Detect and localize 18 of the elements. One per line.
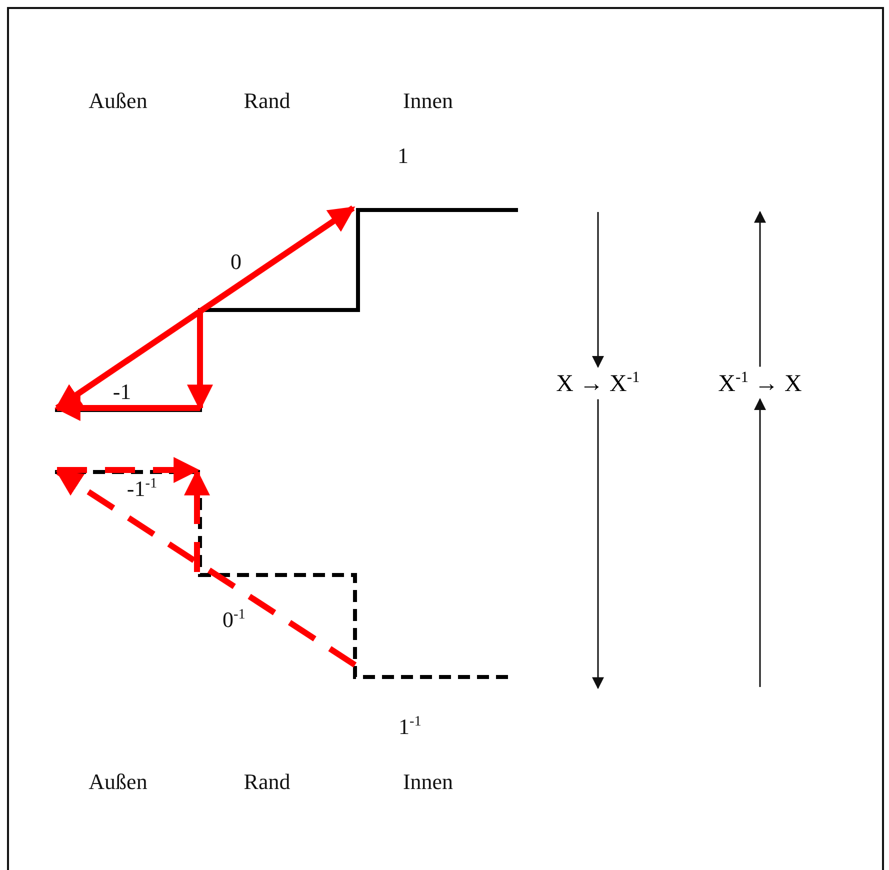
- arrow: [592, 212, 604, 368]
- level-label: 0$^{-1}$: [222, 608, 246, 632]
- level-label: 1: [398, 144, 408, 168]
- level-label: -1$^{-1}$: [126, 476, 158, 502]
- mapping-label: X → X$^{-1}$: [552, 366, 644, 400]
- region-label: Außen: [88, 88, 148, 114]
- region-label: Rand: [244, 770, 290, 794]
- region-label: Innen: [402, 770, 454, 794]
- region-label: Rand: [244, 88, 290, 114]
- arrow: [754, 210, 766, 367]
- region-label: Außen: [88, 770, 148, 794]
- arrow: [592, 399, 604, 690]
- mapping-label: X$^{-1}$ → X: [714, 366, 806, 400]
- level-label: -1: [112, 380, 132, 404]
- level-label: 0: [230, 250, 242, 274]
- arrow: [754, 398, 766, 687]
- level-label: 1$^{-1}$: [398, 714, 422, 740]
- region-label: Innen: [402, 88, 454, 114]
